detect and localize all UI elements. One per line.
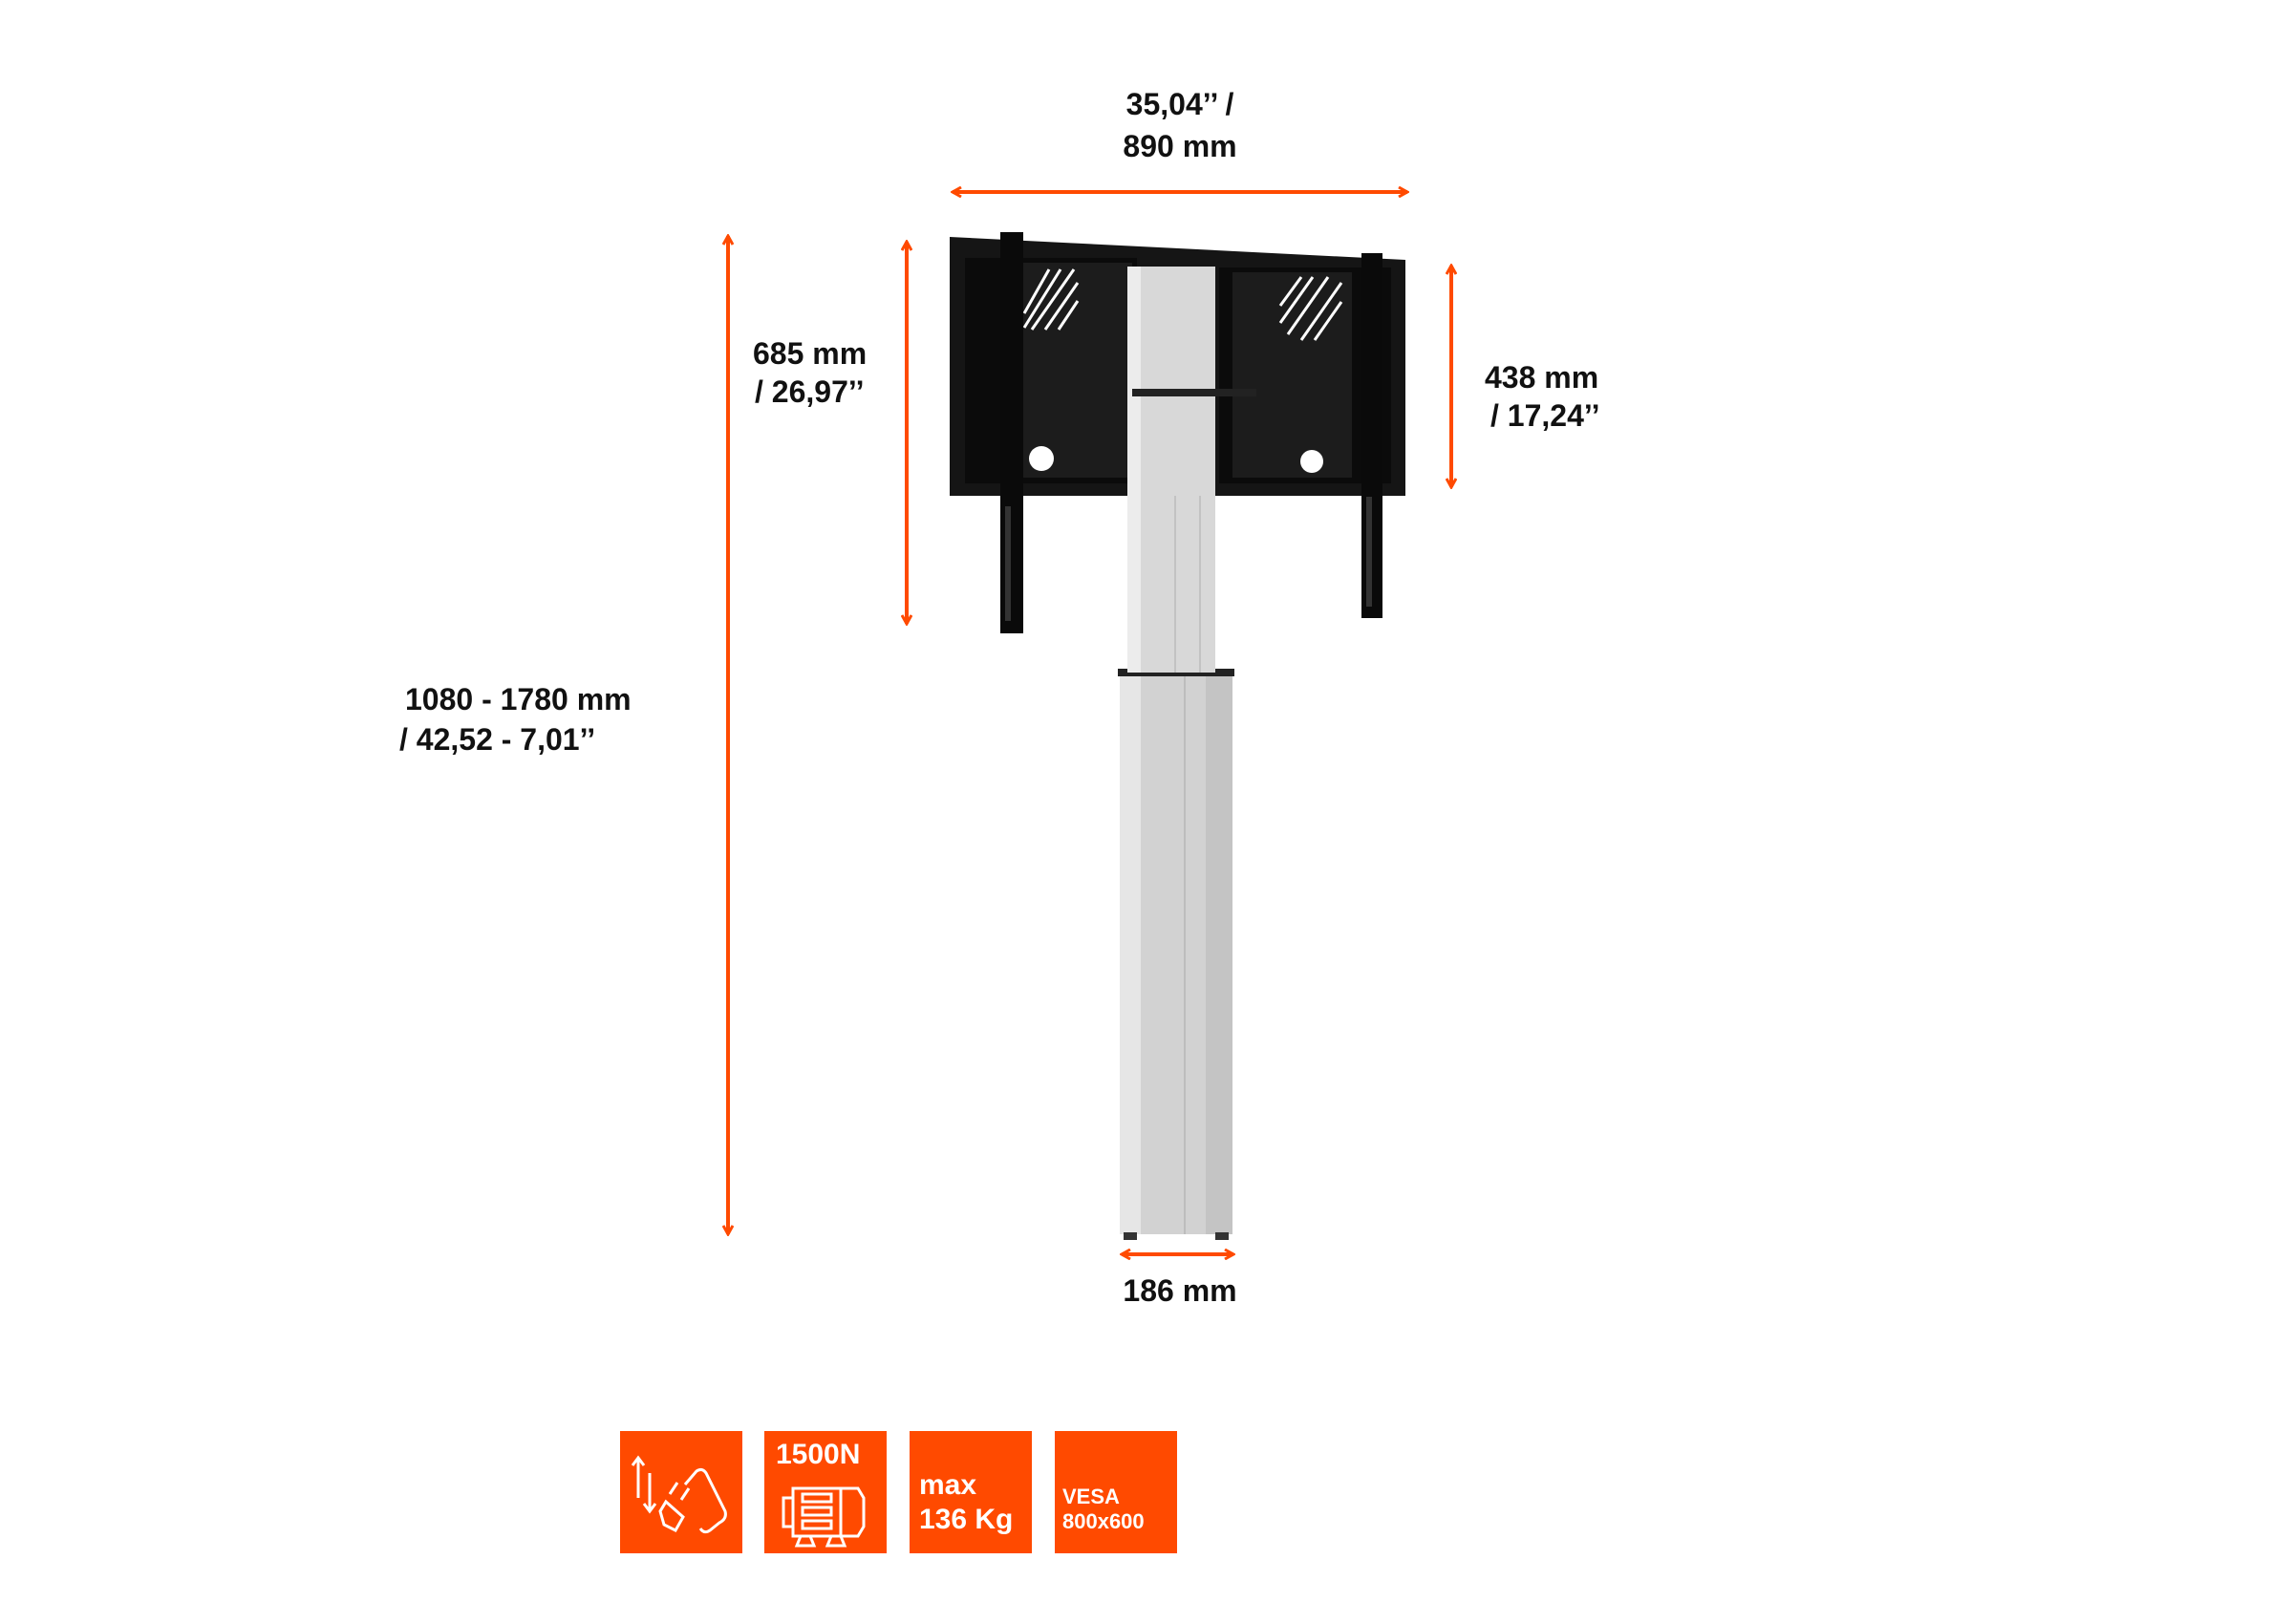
electric-lift-badge xyxy=(620,1431,742,1553)
height-range-label-imperial: / 42,52 - 7,01’’ xyxy=(399,722,596,757)
lift-force-label: 1500N xyxy=(776,1439,861,1470)
lift-force-badge: 1500N xyxy=(764,1431,887,1553)
vesa-label: VESA xyxy=(1062,1485,1120,1508)
frame-height-label-imperial: / 17,24’’ xyxy=(1490,398,1600,433)
column-width-label: 186 mm xyxy=(1123,1273,1237,1308)
height-range-label-metric: 1080 - 1780 mm xyxy=(405,682,632,716)
vesa-value: 800x600 xyxy=(1062,1509,1145,1533)
max-load-badge: max 136 Kg xyxy=(910,1431,1032,1553)
bracket-height-label-metric: 685 mm xyxy=(753,336,868,371)
max-load-value: 136 Kg xyxy=(919,1504,1014,1535)
bracket-height-label-imperial: / 26,97’’ xyxy=(755,374,865,409)
frame-height-label-metric: 438 mm xyxy=(1485,360,1599,395)
width-label-metric: 890 mm xyxy=(1123,129,1237,163)
electric-lift-plug-icon xyxy=(631,1455,727,1534)
motor-icon xyxy=(782,1486,866,1548)
wall-mount-frame xyxy=(950,232,1405,633)
vesa-badge: VESA 800x600 xyxy=(1055,1431,1177,1553)
width-label-imperial: 35,04’’ / xyxy=(1125,87,1234,121)
max-load-label: max xyxy=(919,1469,977,1501)
